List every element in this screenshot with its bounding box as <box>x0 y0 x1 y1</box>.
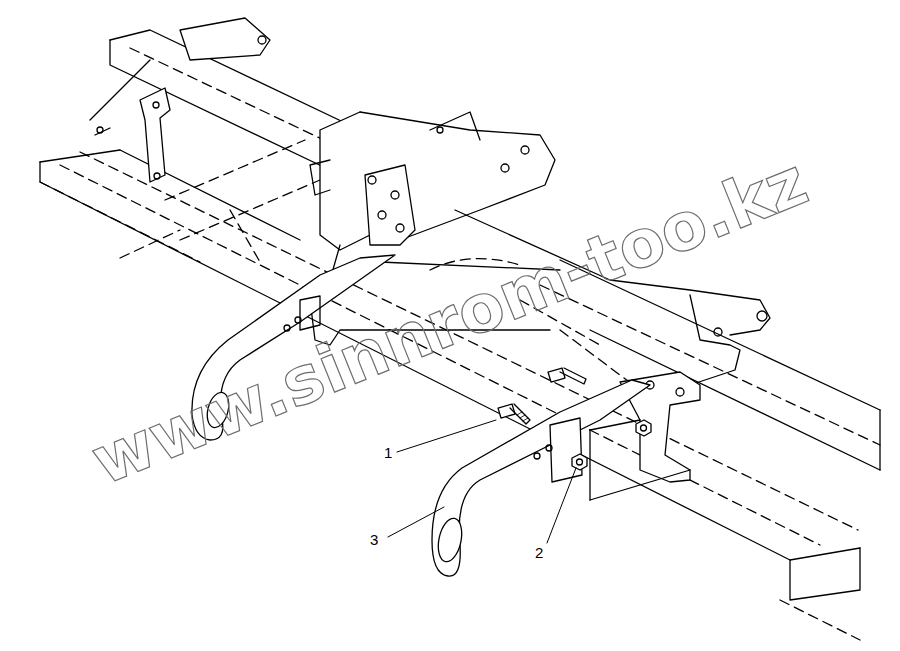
callout-number: 3 <box>370 532 378 547</box>
bracket <box>90 18 270 182</box>
leader-line <box>388 420 576 543</box>
hitch-arm <box>432 380 650 576</box>
callout-number: 2 <box>535 545 543 560</box>
nut <box>572 420 651 470</box>
callout-number: 1 <box>384 445 392 460</box>
bolt <box>498 368 586 424</box>
